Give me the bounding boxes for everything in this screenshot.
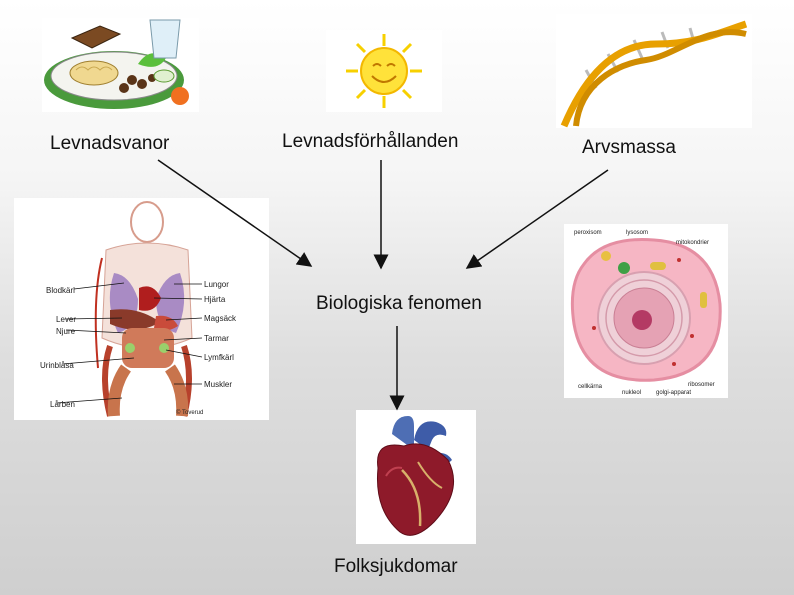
cell-label-nukleol: nukleol [622, 390, 641, 396]
dna-image [556, 14, 752, 128]
node-folksjukdomar: Folksjukdomar [334, 556, 458, 577]
body-label-njure: Njure [56, 327, 76, 336]
cell-label-golgi-apparat: golgi-apparat [656, 390, 691, 396]
node-arvsmassa: Arvsmassa [582, 137, 676, 158]
body-label-lungor: Lungor [204, 280, 229, 289]
body-copyright: © Toverud [176, 409, 203, 416]
cell-label-mitokondrier: mitokondrier [676, 240, 709, 246]
body-label-blodkarl: Blodkärl [46, 286, 75, 295]
heart-image [356, 410, 476, 544]
node-levnadsvanor: Levnadsvanor [50, 133, 170, 154]
body-label-hjarta: Hjärta [204, 295, 226, 304]
cell-label-cellkarna: cellkärna [578, 384, 603, 390]
body-label-tarmar: Tarmar [204, 334, 229, 343]
body-label-lymfkarl: Lymfkärl [204, 353, 234, 362]
sun-image [326, 30, 442, 112]
node-biologiska-fenomen: Biologiska fenomen [316, 293, 482, 314]
cell-label-lysosom: lysosom [626, 230, 648, 236]
body-label-urinblasa: Urinblåsa [40, 361, 74, 370]
cell-label-peroxisom: peroxisom [574, 230, 602, 236]
body-label-muskler: Muskler [204, 380, 232, 389]
body-label-larben: Lårben [50, 400, 75, 409]
arrow-genome-to-phenomenon [465, 169, 609, 269]
cell-image: peroxisom lysosom mitokondrier cellkärna… [564, 224, 728, 398]
body-organs-image: Blodkärl Lever Njure Urinblåsa Lårben Lu… [14, 198, 269, 420]
food-plate-image [42, 18, 199, 112]
body-label-magsack: Magsäck [204, 314, 237, 323]
body-label-lever: Lever [56, 315, 76, 324]
cell-label-ribosomer: ribosomer [688, 382, 715, 388]
node-levnadsforhallanden: Levnadsförhållanden [282, 131, 459, 152]
arrow-habits-to-phenomenon [157, 159, 313, 267]
